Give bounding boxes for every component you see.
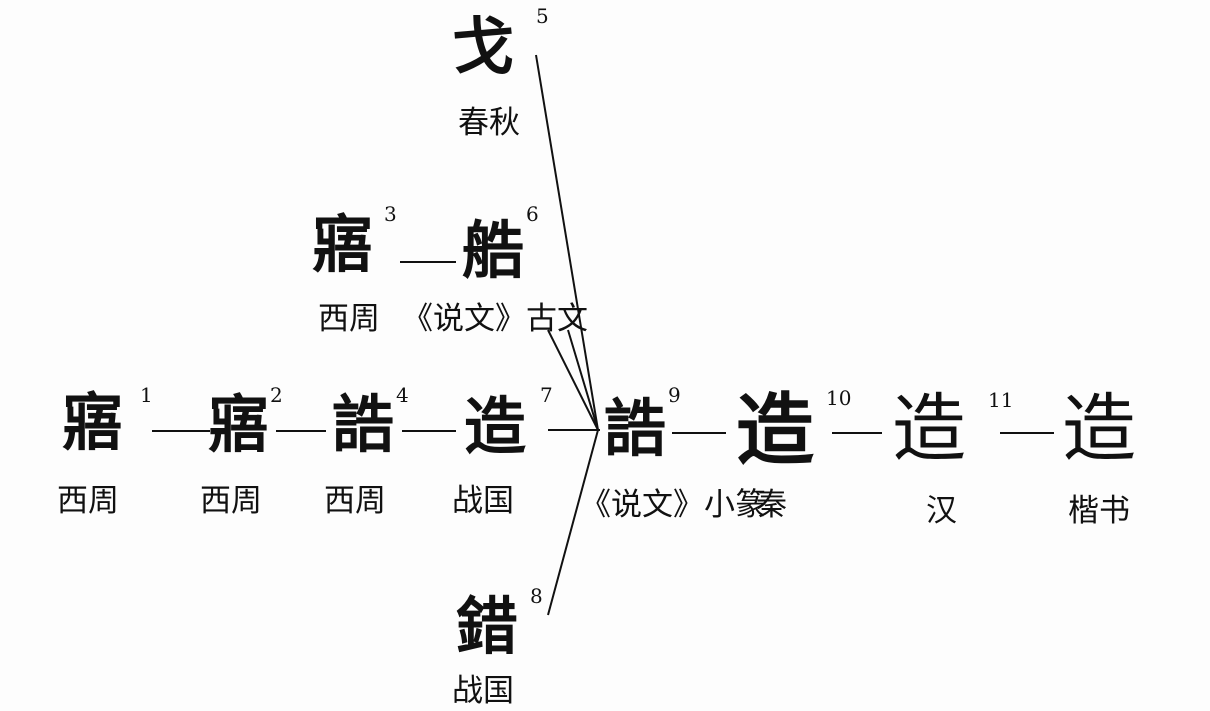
line-from-8 — [547, 429, 599, 616]
glyph-5: 戈 — [452, 10, 515, 83]
dash-2-4 — [276, 430, 326, 432]
form-number-6: 6 — [526, 202, 539, 226]
glyph-8: 錯 — [456, 590, 519, 663]
dash-1-2 — [152, 430, 210, 432]
dash-4-7 — [402, 430, 456, 432]
glyph-2: 寤 — [208, 388, 271, 461]
period-label-9: 《说文》小篆 — [580, 487, 766, 523]
form-number-8: 8 — [530, 584, 543, 608]
period-label-4: 西周 — [324, 483, 386, 519]
form-number-1: 1 — [140, 383, 153, 407]
period-label-6: 《说文》古文 — [402, 301, 588, 337]
period-label-2: 西周 — [200, 483, 262, 519]
dash-11-12 — [1000, 432, 1054, 434]
line-from-6b — [567, 329, 599, 431]
glyph-9: 誥 — [604, 392, 667, 465]
dash-3-6 — [400, 261, 456, 263]
period-label-5: 春秋 — [458, 105, 520, 141]
glyph-1: 寤 — [62, 386, 125, 459]
glyph-7: 造 — [464, 390, 527, 463]
glyph-10: 造 — [736, 385, 815, 476]
period-label-11: 汉 — [926, 493, 957, 529]
period-label-12: 楷书 — [1068, 493, 1130, 529]
glyph-11: 造 — [892, 386, 966, 472]
glyph-4: 誥 — [332, 388, 395, 461]
form-number-11: 11 — [988, 388, 1014, 412]
form-number-2: 2 — [270, 383, 283, 407]
line-from-6a — [547, 329, 599, 431]
period-label-1: 西周 — [57, 483, 119, 519]
period-label-10: 秦 — [756, 487, 787, 523]
period-label-7: 战国 — [452, 483, 514, 519]
form-number-5: 5 — [536, 4, 549, 28]
glyph-6: 艁 — [462, 214, 525, 287]
form-number-10: 10 — [826, 386, 852, 410]
dash-10-11 — [832, 432, 882, 434]
form-number-4: 4 — [396, 383, 409, 407]
period-label-8: 战国 — [452, 673, 514, 709]
period-label-3: 西周 — [318, 301, 380, 337]
form-number-9: 9 — [668, 383, 681, 407]
form-number-3: 3 — [384, 202, 397, 226]
form-number-7: 7 — [540, 383, 553, 407]
dash-9-10 — [672, 432, 726, 434]
glyph-3: 寤 — [312, 208, 375, 281]
glyph-12: 造 — [1062, 386, 1136, 472]
line-from-5 — [535, 54, 599, 431]
